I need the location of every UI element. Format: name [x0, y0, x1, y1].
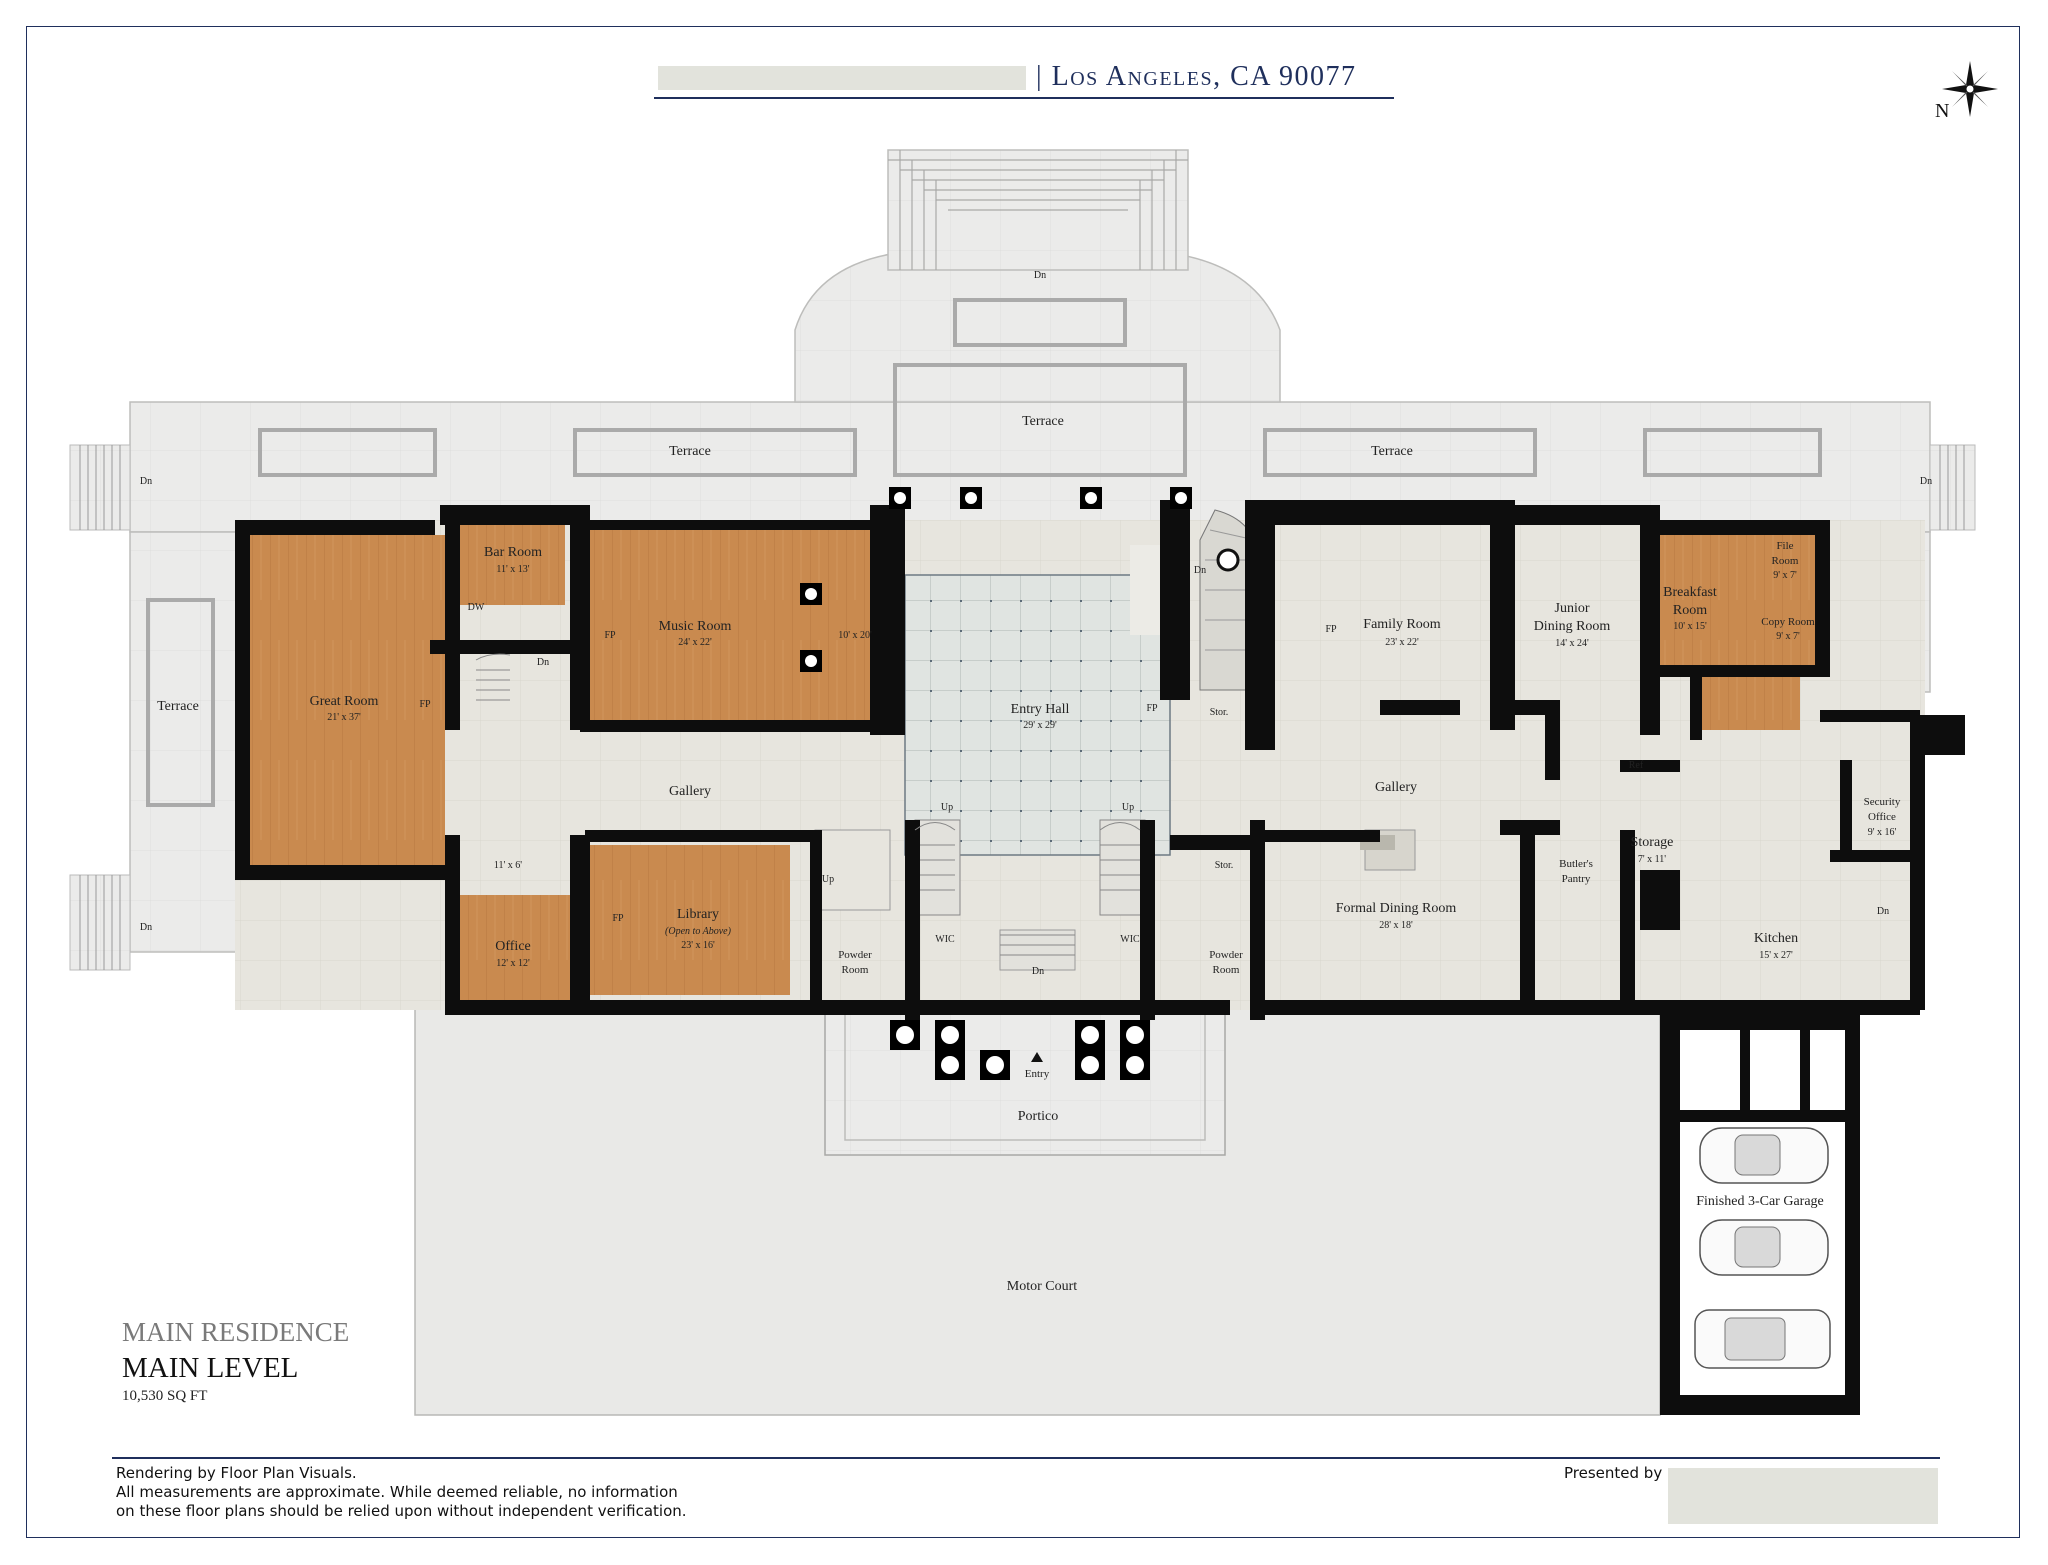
label-up-east: Up: [1122, 802, 1134, 813]
page-frame: [26, 26, 2020, 1538]
label-security-office: Security: [1864, 796, 1901, 808]
dim-breakfast: 10' x 15': [1673, 621, 1707, 632]
label-junior-dining: Junior: [1555, 601, 1590, 616]
label-dn-west-upper: Dn: [140, 476, 152, 487]
plan-title-residence: MAIN RESIDENCE: [122, 1317, 350, 1347]
label-dn-west-lower: Dn: [140, 922, 152, 933]
dim-office: 12' x 12': [496, 958, 530, 969]
label-fp-great: FP: [419, 699, 431, 710]
dim-file-room: 9' x 7': [1773, 570, 1797, 581]
compass-north-label: N: [1935, 100, 1950, 122]
label-great-room: Great Room: [310, 694, 379, 709]
footer-rule: [112, 1457, 1940, 1459]
address-redaction: [658, 66, 1026, 90]
label-garage: Finished 3-Car Garage: [1696, 1194, 1824, 1209]
plan-title-level: MAIN LEVEL: [122, 1352, 299, 1384]
dim-kitchen: 15' x 27': [1759, 950, 1793, 961]
header-location: | Los Angeles, CA 90077: [1036, 61, 1357, 92]
label-powder-east-2: Room: [1213, 964, 1240, 976]
label-terrace-right: Terrace: [1371, 444, 1413, 459]
dim-closet: 11' x 6': [494, 860, 522, 871]
footer-line-2: All measurements are approximate. While …: [116, 1483, 678, 1501]
label-butlers-pantry: Butler's: [1559, 858, 1593, 870]
label-bar-room: Bar Room: [484, 545, 542, 560]
dim-library: 23' x 16': [681, 940, 715, 951]
label-fp-family: FP: [1325, 624, 1337, 635]
label-dn-security: Dn: [1877, 906, 1889, 917]
label-powder-east: Powder: [1209, 949, 1243, 961]
label-kitchen: Kitchen: [1754, 931, 1798, 946]
label-office: Office: [495, 939, 531, 954]
label-storage-small: Stor.: [1210, 707, 1229, 718]
room-labels: Terrace Terrace Terrace Terrace Great Ro…: [140, 270, 1932, 1294]
label-terrace-west: Terrace: [157, 699, 199, 714]
label-dn-north-stairs: Dn: [1034, 270, 1046, 281]
label-dn-bar: Dn: [537, 657, 549, 668]
label-dn-entry: Dn: [1032, 966, 1044, 977]
label-library: Library: [677, 907, 719, 922]
dim-bar-room: 11' x 13': [496, 564, 529, 575]
dim-security-office: 9' x 16': [1868, 827, 1897, 838]
label-copy-room: Copy Room: [1761, 616, 1815, 628]
label-formal-dining: Formal Dining Room: [1336, 901, 1457, 916]
dim-music-alcove: 10' x 20': [838, 630, 872, 641]
label-portico: Portico: [1018, 1109, 1058, 1124]
label-wic-east: WIC: [1120, 934, 1140, 945]
presented-by-label: Presented by: [1564, 1464, 1663, 1482]
motor-court: [414, 999, 1661, 1416]
garage-cars: [1694, 1127, 1831, 1369]
label-butlers-pantry-2: Pantry: [1562, 873, 1591, 885]
label-terrace-top: Terrace: [1022, 414, 1064, 429]
columns: [800, 487, 1192, 1080]
label-dn-spiral: Dn: [1194, 565, 1206, 576]
dim-junior-dining: 14' x 24': [1555, 638, 1589, 649]
dim-storage: 7' x 11': [1638, 854, 1666, 865]
dim-formal-dining: 28' x 18': [1379, 920, 1413, 931]
footer-line-3: on these floor plans should be relied up…: [116, 1502, 687, 1520]
label-fp-music: FP: [604, 630, 616, 641]
label-ref: Ref: [1629, 760, 1644, 771]
dim-great-room: 21' x 37': [327, 712, 361, 723]
label-junior-dining-2: Dining Room: [1534, 619, 1611, 634]
label-dw: DW: [468, 602, 485, 613]
footer-line-1: Rendering by Floor Plan Visuals.: [116, 1464, 357, 1482]
label-library-note: (Open to Above): [665, 926, 732, 937]
label-dn-east: Dn: [1920, 476, 1932, 487]
label-file-room-2: Room: [1772, 555, 1799, 567]
plan-title-area: 10,530 SQ FT: [122, 1388, 208, 1404]
label-terrace-left: Terrace: [669, 444, 711, 459]
label-fp-library: FP: [612, 913, 624, 924]
label-powder-west: Powder: [838, 949, 872, 961]
dim-entry-hall: 29' x 29': [1023, 720, 1057, 731]
compass-rose-icon: [1942, 61, 1998, 117]
presenter-redaction: [1668, 1468, 1938, 1524]
dim-music-room: 24' x 22': [678, 637, 712, 648]
label-breakfast-2: Room: [1673, 603, 1707, 618]
label-powder-west-2: Room: [842, 964, 869, 976]
label-security-office-2: Office: [1868, 811, 1896, 823]
label-motor-court: Motor Court: [1007, 1279, 1078, 1294]
label-gallery-east: Gallery: [1375, 780, 1417, 795]
label-storage-small-2: Stor.: [1215, 860, 1234, 871]
label-file-room: File: [1776, 540, 1793, 552]
label-fp-entry: FP: [1146, 703, 1158, 714]
label-entry-hall: Entry Hall: [1011, 702, 1070, 717]
label-up-west: Up: [941, 802, 953, 813]
label-entry: Entry: [1025, 1068, 1050, 1080]
header-rule: [654, 97, 1394, 99]
dim-copy-room: 9' x 7': [1776, 631, 1800, 642]
label-storage: Storage: [1631, 835, 1674, 850]
interior-stairs: [475, 653, 1141, 956]
label-wic-west: WIC: [935, 934, 955, 945]
label-up-library: Up: [822, 874, 834, 885]
label-breakfast: Breakfast: [1663, 585, 1717, 600]
entry-arrow-icon: [1031, 1052, 1043, 1062]
footer-disclaimer: Rendering by Floor Plan Visuals. All mea…: [116, 1464, 687, 1521]
label-family-room: Family Room: [1363, 617, 1441, 632]
label-music-room: Music Room: [659, 619, 732, 634]
dim-family-room: 23' x 22': [1385, 637, 1419, 648]
label-gallery-west: Gallery: [669, 784, 711, 799]
walls: [235, 500, 1965, 1415]
